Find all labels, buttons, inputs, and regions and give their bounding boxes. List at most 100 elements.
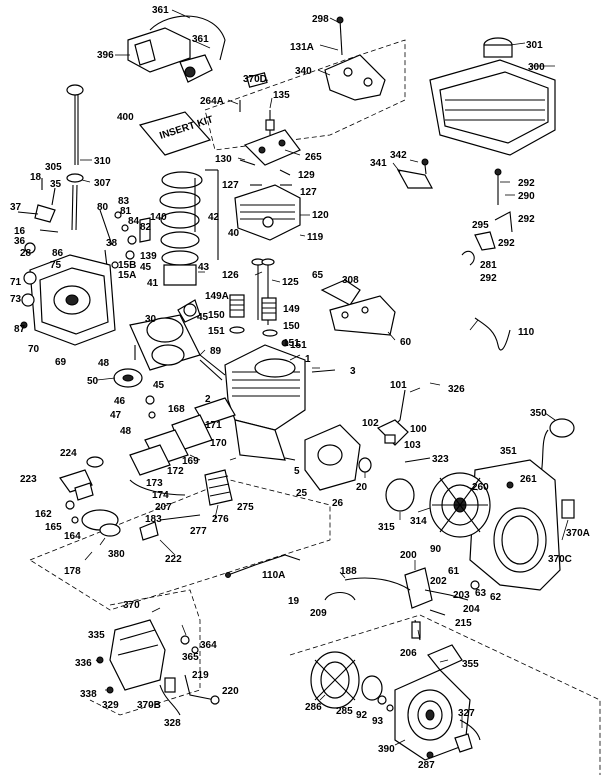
part-label: 63 <box>475 588 487 599</box>
part-label: 127 <box>300 187 317 198</box>
part-label: 135 <box>273 90 290 101</box>
part-label: 131A <box>290 42 314 53</box>
connecting-rod <box>177 299 201 323</box>
throttle-link <box>184 674 220 705</box>
part-label: 298 <box>312 14 329 25</box>
part-label: 82 <box>140 222 152 233</box>
part-label: 102 <box>362 418 379 429</box>
part-label: 172 <box>167 466 184 477</box>
part-label: 90 <box>430 544 442 555</box>
part-label: 308 <box>342 275 359 286</box>
part-label: 40 <box>228 228 240 239</box>
part-label: 89 <box>210 346 222 357</box>
cylinder-head-group-outline <box>204 39 406 151</box>
part-label: 292 <box>498 238 515 249</box>
part-label: 73 <box>10 294 22 305</box>
part-label: 281 <box>480 260 497 271</box>
part-label: 328 <box>164 718 181 729</box>
crankshaft <box>129 314 226 381</box>
part-label: 19 <box>288 596 300 607</box>
part-label: 3 <box>350 366 356 377</box>
part-label: 338 <box>80 689 97 700</box>
part-label: 380 <box>108 549 125 560</box>
part-label: 314 <box>410 516 427 527</box>
part-label: 69 <box>55 357 67 368</box>
part-label: 220 <box>222 686 239 697</box>
part-label: 326 <box>448 384 465 395</box>
part-label: 36 <box>14 236 26 247</box>
plate-265 <box>239 129 301 186</box>
part-label: 275 <box>237 502 254 513</box>
piston-rings <box>159 169 219 286</box>
part-label: 61 <box>448 566 460 577</box>
part-label: 315 <box>378 522 395 533</box>
part-label: 173 <box>146 478 163 489</box>
part-label: 310 <box>94 156 111 167</box>
part-label: 222 <box>165 554 182 565</box>
part-label: 204 <box>463 604 480 615</box>
part-label: 361 <box>152 5 169 16</box>
part-label: 47 <box>110 410 122 421</box>
part-label: 71 <box>10 277 22 288</box>
part-label: 396 <box>97 50 114 61</box>
part-label: 149A <box>205 291 229 302</box>
part-label: 342 <box>390 150 407 161</box>
part-label: 300 <box>528 62 545 73</box>
part-label: 139 <box>140 251 157 262</box>
part-label: 41 <box>147 278 159 289</box>
part-label: 150 <box>208 310 225 321</box>
part-label: 295 <box>472 220 489 231</box>
part-label: 42 <box>208 212 220 223</box>
part-label: 370C <box>548 554 572 565</box>
wire-110 <box>474 317 511 351</box>
part-label: 206 <box>400 648 417 659</box>
part-label: 45 <box>140 262 152 273</box>
carburetor-parts <box>65 482 201 541</box>
part-label: 223 <box>20 474 37 485</box>
governor-parts <box>99 209 151 246</box>
part-label: 171 <box>205 420 222 431</box>
part-label: 103 <box>404 440 421 451</box>
part-label: 174 <box>152 490 169 501</box>
part-label: 188 <box>340 566 357 577</box>
part-label: 149 <box>283 304 300 315</box>
part-label: 351 <box>500 446 517 457</box>
part-label: 276 <box>212 514 229 525</box>
part-label: 305 <box>45 162 62 173</box>
part-label: 37 <box>10 202 22 213</box>
gaskets <box>129 397 236 496</box>
part-label: 341 <box>370 158 387 169</box>
control-group-outline <box>89 589 201 716</box>
part-label: 120 <box>312 210 329 221</box>
part-label: 16 <box>14 226 26 237</box>
recoil-starter <box>394 669 481 761</box>
part-label: 80 <box>97 202 109 213</box>
part-label: 18 <box>30 172 42 183</box>
part-label: 93 <box>372 716 384 727</box>
part-label: 38 <box>106 238 118 249</box>
part-labels: 361 361 396 298 131A 340 301 300 370D 13… <box>10 5 590 771</box>
part-label: 62 <box>490 592 502 603</box>
part-label: 287 <box>418 760 435 771</box>
part-label: 65 <box>312 270 324 281</box>
tag-370d <box>246 72 268 88</box>
part-label: 292 <box>518 214 535 225</box>
part-label: 370B <box>137 700 161 711</box>
part-label: 100 <box>410 424 427 435</box>
part-label: 350 <box>530 408 547 419</box>
part-label: 48 <box>98 358 110 369</box>
part-label: 390 <box>378 744 395 755</box>
part-label: 183 <box>145 514 162 525</box>
part-label: 151 <box>290 340 307 351</box>
part-label: 140 <box>150 212 167 223</box>
part-label: 92 <box>356 710 368 721</box>
part-label: 170 <box>210 438 227 449</box>
tag-370a <box>561 499 575 519</box>
part-label: 365 <box>182 652 199 663</box>
part-label: 30 <box>145 314 157 325</box>
part-label: 84 <box>128 216 140 227</box>
part-label: 1 <box>305 354 311 365</box>
part-label: 178 <box>64 566 81 577</box>
part-label: 87 <box>14 324 26 335</box>
